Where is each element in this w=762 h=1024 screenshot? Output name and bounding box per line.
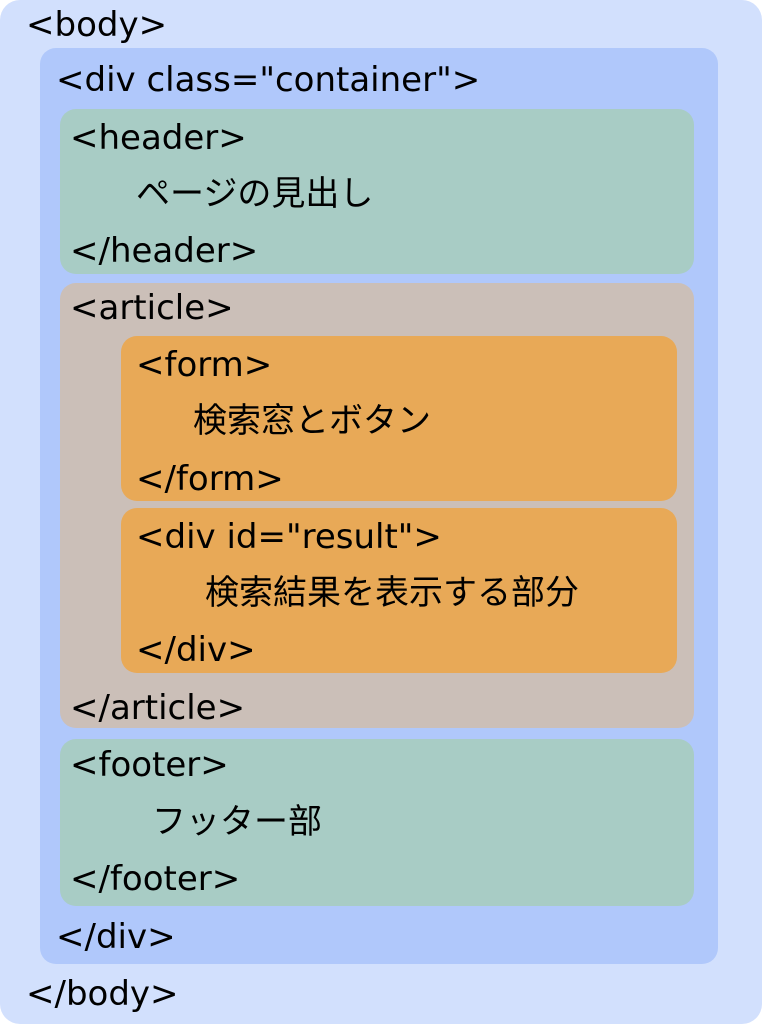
form-element-box — [121, 336, 677, 501]
header-close-tag: </header> — [70, 231, 259, 271]
article-close-tag: </article> — [70, 688, 246, 728]
header-element-box — [60, 109, 694, 274]
header-open-tag: <header> — [70, 118, 247, 158]
body-close-tag: </body> — [26, 974, 179, 1014]
form-content: 検索窓とボタン — [193, 401, 431, 441]
result-open-tag: <div id="result"> — [136, 517, 442, 557]
form-open-tag: <form> — [136, 345, 273, 385]
container-close-tag: </div> — [56, 917, 176, 957]
form-close-tag: </form> — [136, 459, 284, 499]
footer-close-tag: </footer> — [70, 859, 241, 899]
result-close-tag: </div> — [136, 630, 256, 670]
body-open-tag: <body> — [26, 5, 168, 45]
footer-element-box — [60, 739, 694, 906]
article-open-tag: <article> — [70, 288, 234, 328]
header-content: ページの見出し — [136, 174, 374, 214]
footer-content: フッター部 — [152, 802, 322, 842]
footer-open-tag: <footer> — [70, 745, 229, 785]
result-content: 検索結果を表示する部分 — [205, 573, 579, 613]
result-element-box — [121, 508, 677, 673]
container-open-tag: <div class="container"> — [56, 60, 481, 100]
